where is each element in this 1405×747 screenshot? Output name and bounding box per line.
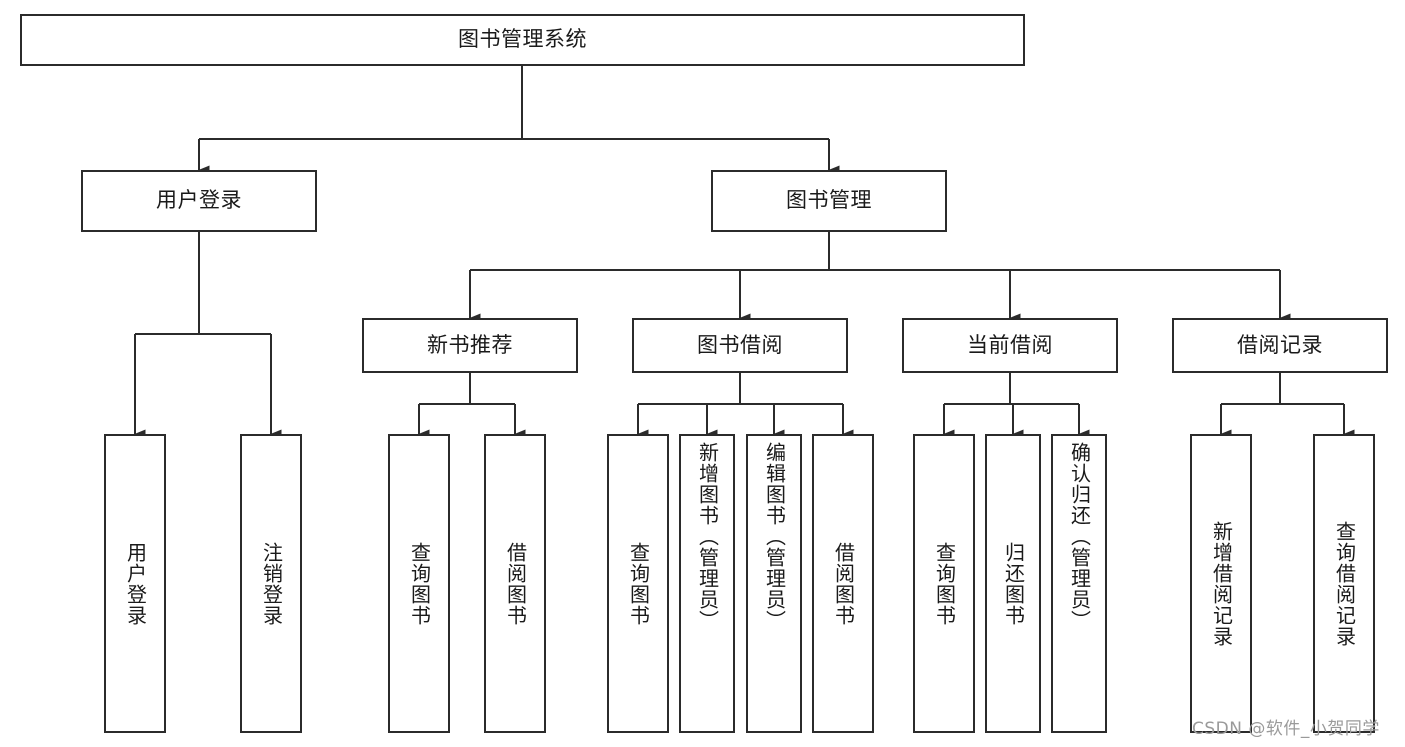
node-label: 编辑图书（管理员） (762, 442, 787, 631)
node-label: 查询图书 (407, 541, 432, 626)
node-label: 归还图书 (1001, 541, 1026, 626)
node-label: 图书借阅 (697, 332, 783, 357)
node-label: 新书推荐 (427, 332, 513, 357)
node-leaf-add-book: 新增图书（管理员） (679, 434, 735, 733)
node-label: 查询图书 (932, 541, 957, 626)
node-leaf-borrow-book: 借阅图书 (812, 434, 874, 733)
node-user-login: 用户登录 (81, 170, 317, 232)
node-leaf-logout: 注销登录 (240, 434, 302, 733)
node-root: 图书管理系统 (20, 14, 1025, 66)
node-leaf-confirm-return: 确认归还（管理员） (1051, 434, 1107, 733)
node-label: 新增图书（管理员） (695, 442, 720, 631)
node-leaf-borrow-book-recommend: 借阅图书 (484, 434, 546, 733)
node-label: 借阅图书 (831, 541, 856, 626)
node-book-borrow: 图书借阅 (632, 318, 848, 373)
node-leaf-query-book-current: 查询图书 (913, 434, 975, 733)
node-leaf-user-login: 用户登录 (104, 434, 166, 733)
node-current-borrow: 当前借阅 (902, 318, 1118, 373)
node-label: 查询借阅记录 (1332, 520, 1357, 647)
node-leaf-query-book-recommend: 查询图书 (388, 434, 450, 733)
node-label: 用户登录 (156, 188, 242, 213)
node-leaf-add-borrow-record: 新增借阅记录 (1190, 434, 1252, 733)
node-label: 图书管理 (786, 188, 872, 213)
node-leaf-query-borrow-record: 查询借阅记录 (1313, 434, 1375, 733)
node-new-book-recommend: 新书推荐 (362, 318, 578, 373)
node-leaf-return-book: 归还图书 (985, 434, 1041, 733)
node-label: 图书管理系统 (458, 27, 587, 52)
node-label: 借阅记录 (1237, 332, 1323, 357)
node-borrow-record: 借阅记录 (1172, 318, 1388, 373)
node-label: 借阅图书 (503, 541, 528, 626)
node-label: 查询图书 (626, 541, 651, 626)
node-label: 新增借阅记录 (1209, 520, 1234, 647)
node-leaf-edit-book: 编辑图书（管理员） (746, 434, 802, 733)
node-leaf-query-book-borrow: 查询图书 (607, 434, 669, 733)
node-label: 注销登录 (259, 541, 284, 626)
node-book-manage: 图书管理 (711, 170, 947, 232)
csdn-watermark: CSDN @软件_小贺同学 (1192, 719, 1380, 739)
node-label: 用户登录 (123, 541, 148, 626)
node-label: 当前借阅 (967, 332, 1053, 357)
node-label: 确认归还（管理员） (1067, 442, 1092, 631)
